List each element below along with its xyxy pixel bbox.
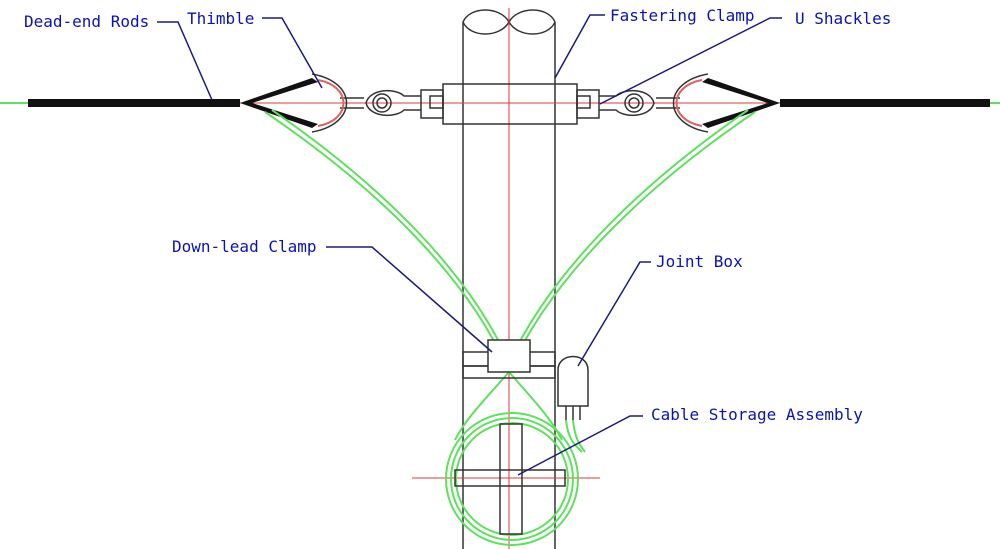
joint-box [557, 355, 589, 453]
label-down-lead-clamp: Down-lead Clamp [172, 237, 317, 256]
label-thimble: Thimble [187, 9, 255, 28]
leader-thimble [262, 17, 323, 89]
fastening-clamp [420, 83, 600, 125]
label-fastening-clamp: Fastering Clamp [610, 6, 755, 25]
left-thimble [311, 73, 348, 133]
down-lead-cable [264, 109, 756, 441]
leader-fastening-clamp [554, 14, 605, 79]
down-lead-clamp [462, 339, 556, 379]
dead-end-rods [28, 78, 990, 128]
right-thimble [672, 73, 709, 133]
cable-storage-assembly [445, 412, 579, 546]
leader-u-shackles [599, 17, 782, 105]
label-dead-end-rods: Dead-end Rods [24, 12, 150, 31]
label-joint-box: Joint Box [656, 252, 743, 271]
leader-dead-end-rods [157, 21, 213, 101]
leader-down-lead-clamp [326, 246, 493, 353]
leader-lines [157, 14, 782, 476]
label-u-shackles: U Shackles [795, 9, 892, 28]
leader-cable-storage [517, 415, 643, 476]
label-cable-storage-assembly: Cable Storage Assembly [651, 405, 863, 424]
left-u-shackle [340, 89, 421, 117]
leader-joint-box [577, 261, 651, 367]
